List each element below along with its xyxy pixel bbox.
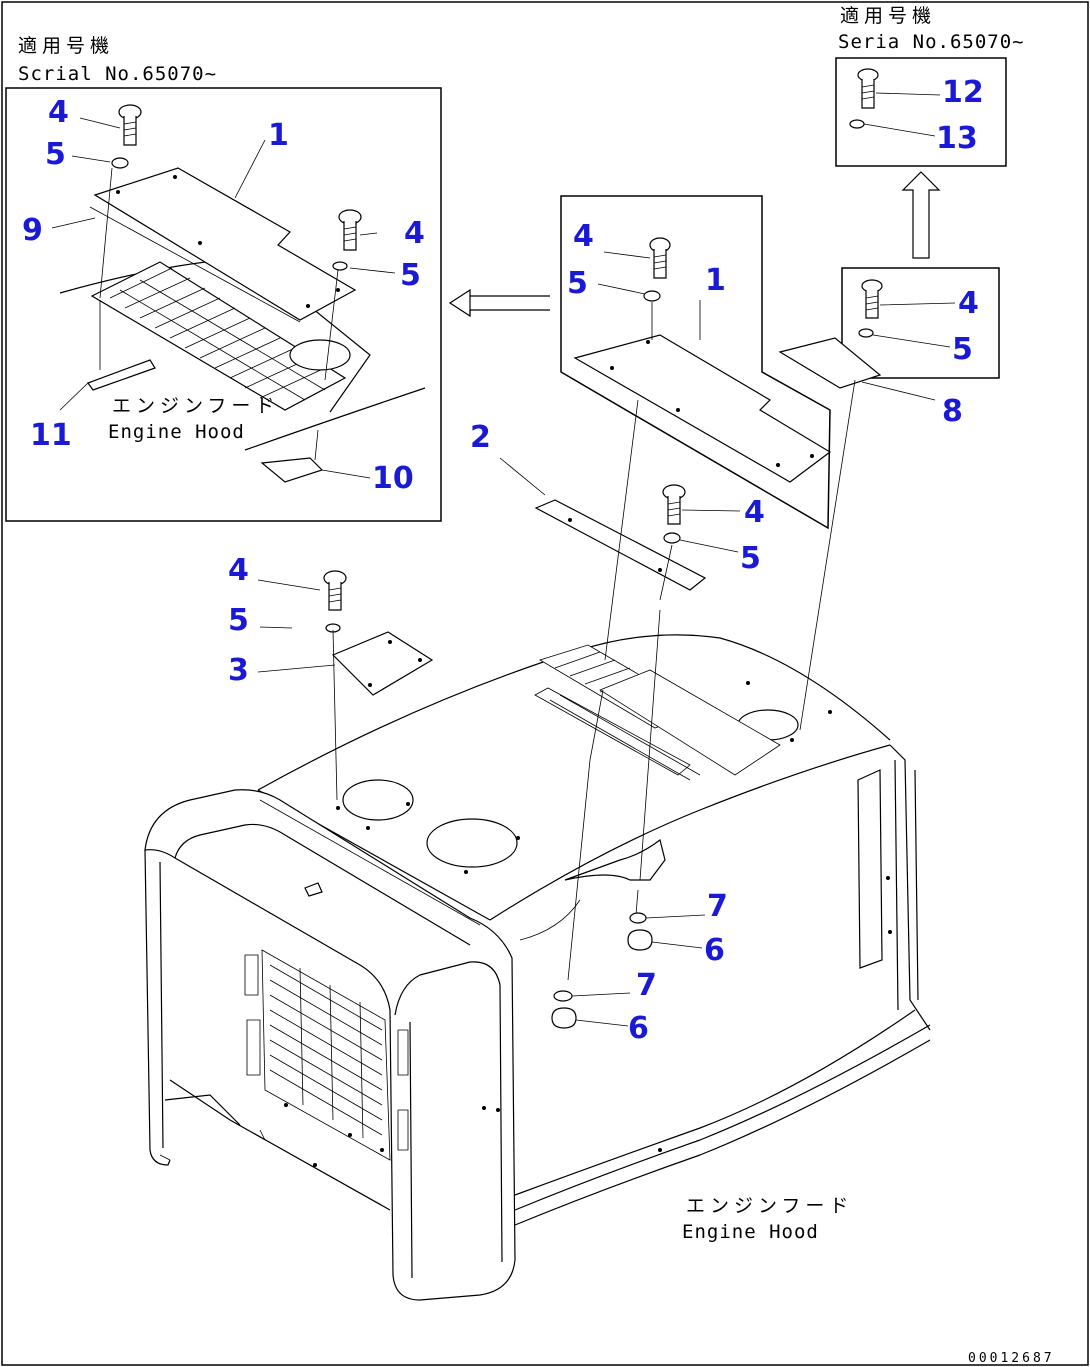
callout-4: 4 — [573, 219, 594, 254]
inset-right-small-drawing — [858, 279, 956, 348]
arrow-left — [448, 288, 550, 318]
callout-9: 9 — [22, 213, 43, 248]
nuts-washers — [551, 912, 706, 1029]
callout-6: 6 — [628, 1011, 649, 1046]
callout-5: 5 — [228, 603, 249, 638]
callout-11: 11 — [30, 418, 72, 453]
bolt-left — [257, 570, 434, 696]
callout-12: 12 — [942, 75, 984, 110]
callout-1: 1 — [268, 118, 289, 153]
callout-5: 5 — [45, 137, 66, 172]
callout-7: 7 — [707, 889, 728, 924]
part-8-plate — [778, 337, 936, 401]
callout-8: 8 — [942, 394, 963, 429]
callout-4: 4 — [48, 95, 69, 130]
inset-right-top-frame — [835, 57, 1007, 167]
callout-4: 4 — [228, 553, 249, 588]
callout-5: 5 — [400, 258, 421, 293]
serial-note-left-line2: Scrial No.65070~ — [18, 63, 217, 85]
serial-note-right-line2: Seria No.65070~ — [838, 31, 1025, 53]
callout-13: 13 — [936, 121, 978, 156]
engine-hood-main-label-jp: エンジンフード — [686, 1195, 853, 1217]
callout-5: 5 — [952, 332, 973, 367]
callout-4: 4 — [744, 495, 765, 530]
callout-10: 10 — [372, 461, 414, 496]
callout-7: 7 — [636, 968, 657, 1003]
serial-note-left-line1: 適用号機 — [18, 35, 114, 57]
callout-6: 6 — [704, 933, 725, 968]
callout-5: 5 — [740, 541, 761, 576]
bolt-center — [662, 484, 741, 553]
part-2-plate — [499, 457, 707, 591]
engine-hood-label-en: Engine Hood — [108, 421, 245, 443]
callout-1: 1 — [705, 263, 726, 298]
serial-note-right-line1: 適用号機 — [840, 5, 936, 27]
callout-5: 5 — [567, 266, 588, 301]
inset-center-frame — [560, 195, 831, 530]
inset-right-top-drawing — [849, 68, 941, 137]
engine-hood-main-label-en: Engine Hood — [682, 1221, 819, 1243]
callout-4: 4 — [958, 286, 979, 321]
arrow-up — [901, 171, 941, 259]
inset-left-frame — [5, 87, 442, 522]
engine-hood-drawing — [144, 634, 931, 1301]
callout-2: 2 — [470, 420, 491, 455]
inset-left-drawing — [51, 104, 426, 483]
engine-hood-label-jp: エンジンフード — [112, 395, 279, 417]
document-id: 00012687 — [968, 1351, 1055, 1366]
callout-3: 3 — [228, 653, 249, 688]
mounting-lines — [332, 379, 856, 981]
callout-4: 4 — [404, 216, 425, 251]
inset-center-drawing — [573, 237, 832, 483]
inset-right-small-frame — [841, 267, 1000, 379]
